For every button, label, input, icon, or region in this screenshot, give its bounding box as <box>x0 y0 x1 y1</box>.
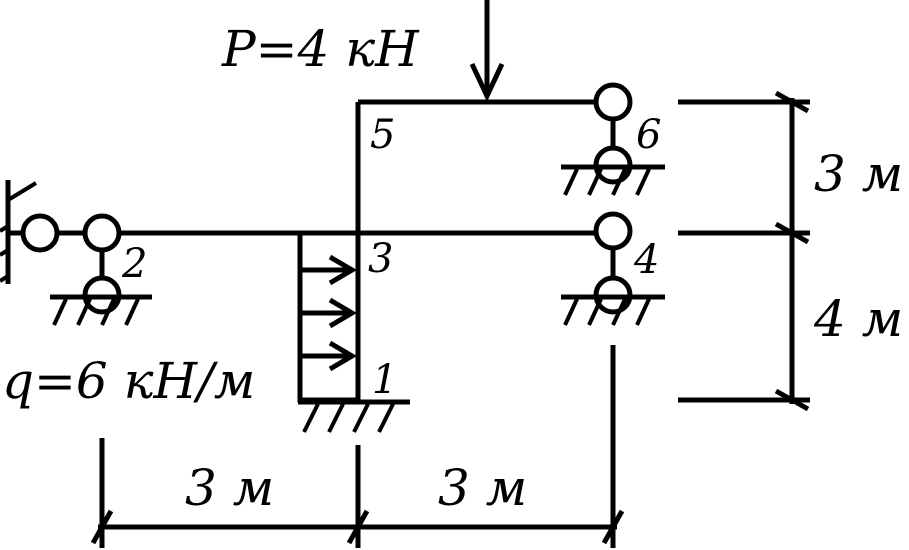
node-label-6: 6 <box>636 112 661 158</box>
horizontal-dimensions <box>90 345 625 548</box>
vertical-dimensions <box>678 90 810 412</box>
hinge-node-4-top <box>593 211 633 251</box>
node-label-4: 4 <box>633 237 659 283</box>
force-p-label: P=4 кН <box>221 20 420 78</box>
rod-support-4 <box>561 211 665 326</box>
node-label-2: 2 <box>121 241 147 287</box>
force-p-arrow <box>469 0 505 102</box>
distributed-load-label: q=6 кН/м <box>2 352 255 410</box>
dimension-top-span: 3 м <box>814 145 903 203</box>
hinge-node-6-top <box>593 82 633 122</box>
node-label-3: 3 <box>368 236 393 282</box>
node-label-5: 5 <box>370 112 395 158</box>
hinge-node-2-top <box>82 213 122 253</box>
distributed-load <box>297 230 361 403</box>
wall-support-left <box>0 180 60 284</box>
rod-support-6 <box>561 82 665 196</box>
fixed-support-1 <box>298 399 410 433</box>
hinge-left-wall <box>20 213 60 253</box>
dimension-left-span: 3 м <box>185 459 274 517</box>
rod-support-2 <box>50 213 152 326</box>
node-label-1: 1 <box>372 357 397 403</box>
dimension-lower-span: 4 м <box>813 290 903 348</box>
dimension-right-span: 3 м <box>438 459 527 517</box>
